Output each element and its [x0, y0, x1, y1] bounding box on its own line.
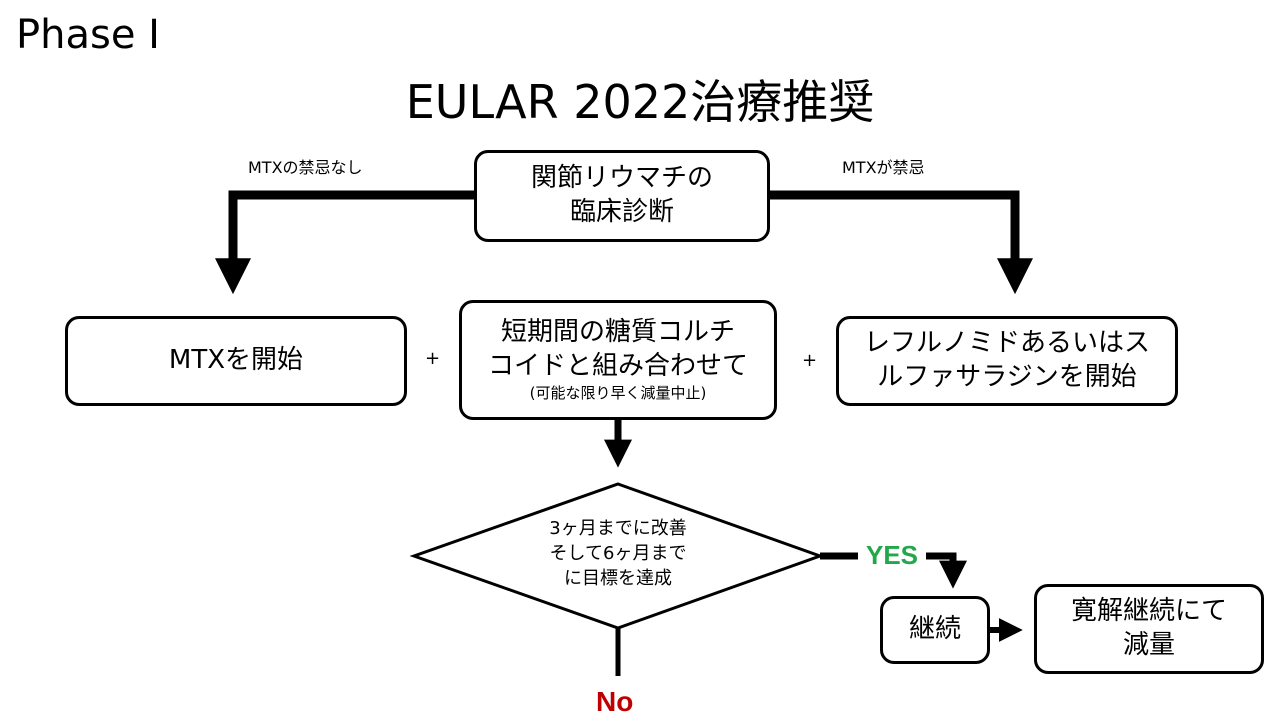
start-box: 関節リウマチの 臨床診断 [474, 150, 770, 242]
alt-box: レフルノミドあるいはス ルファサラジンを開始 [836, 316, 1178, 406]
right-branch-label: MTXが禁忌 [842, 158, 925, 177]
yes-label: YES [866, 540, 919, 570]
plus-right: + [802, 350, 818, 371]
decision-line-2: そして6ヶ月まで [549, 543, 687, 565]
continue-box-label: 継続 [908, 614, 961, 645]
no-label: No [596, 686, 634, 717]
page-title: EULAR 2022治療推奨 [405, 75, 875, 129]
decision-line-1: 3ヶ月までに改善 [549, 518, 687, 539]
alt-box-line-1: レフルノミドあるいはス [863, 328, 1150, 359]
alt-box-line-2: ルファサラジンを開始 [877, 362, 1137, 392]
steroid-box: 短期間の糖質コルチ コイドと組み合わせて (可能な限り早く減量中止) [459, 300, 777, 420]
continue-box: 継続 [880, 596, 990, 664]
steroid-box-note: (可能な限り早く減量中止) [529, 384, 707, 403]
remission-box: 寛解継続にて 減量 [1034, 584, 1264, 674]
start-box-line-2: 臨床診断 [569, 197, 674, 227]
steroid-box-line-1: 短期間の糖質コルチ [500, 317, 735, 348]
remission-box-line-2: 減量 [1122, 630, 1175, 660]
left-branch-label: MTXの禁忌なし [248, 158, 363, 177]
arrow-to-mtx [215, 190, 474, 295]
mtx-box: MTXを開始 [65, 316, 407, 406]
decision-line-3: に目標を達成 [564, 568, 672, 590]
steroid-box-line-2: コイドと組み合わせて [487, 351, 748, 382]
plus-left: + [425, 348, 441, 369]
arrow-to-alt [770, 190, 1033, 295]
remission-box-line-1: 寛解継続にて [1070, 596, 1227, 627]
mtx-box-label: MTXを開始 [168, 345, 304, 376]
decision-text: 3ヶ月までに改善 そして6ヶ月まで に目標を達成 [488, 516, 748, 592]
yes-arrow [926, 552, 967, 589]
start-box-line-1: 関節リウマチの [530, 163, 713, 194]
phase-label: Phase I [16, 12, 160, 58]
